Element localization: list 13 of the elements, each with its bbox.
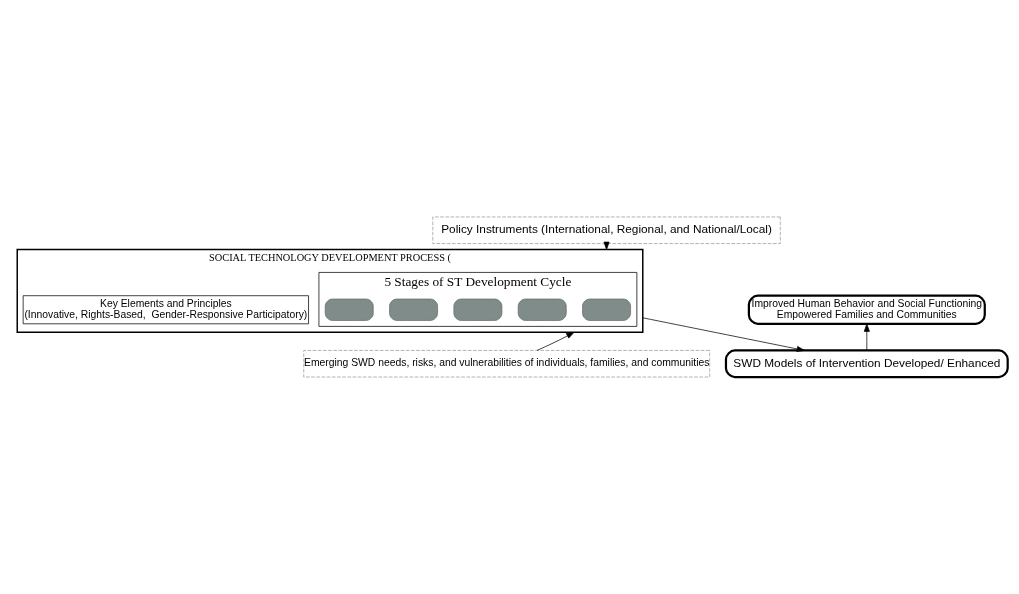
node-box xyxy=(389,298,438,321)
node-box: SWD Models of Intervention Developed/ Enhanced xyxy=(724,349,1009,379)
node-box xyxy=(517,298,567,321)
node-box: Key Elements and Principles (Innovative, Rights-Based, Gender-Responsive Participatory) xyxy=(22,295,309,325)
arrow xyxy=(536,331,575,351)
node-box: Improved Human Behavior and Social Functioning Empowered Families and Communities xyxy=(747,294,986,325)
node-box xyxy=(582,298,631,321)
cluster: 5 Stages of ST Development Cycle xyxy=(318,272,638,327)
node-box xyxy=(324,298,374,321)
node-box xyxy=(453,298,503,321)
arrow xyxy=(863,323,870,351)
node-box: Emerging SWD needs, risks, and vulnerabilities of individuals, families, and communities xyxy=(303,350,711,378)
arrow xyxy=(642,317,805,352)
